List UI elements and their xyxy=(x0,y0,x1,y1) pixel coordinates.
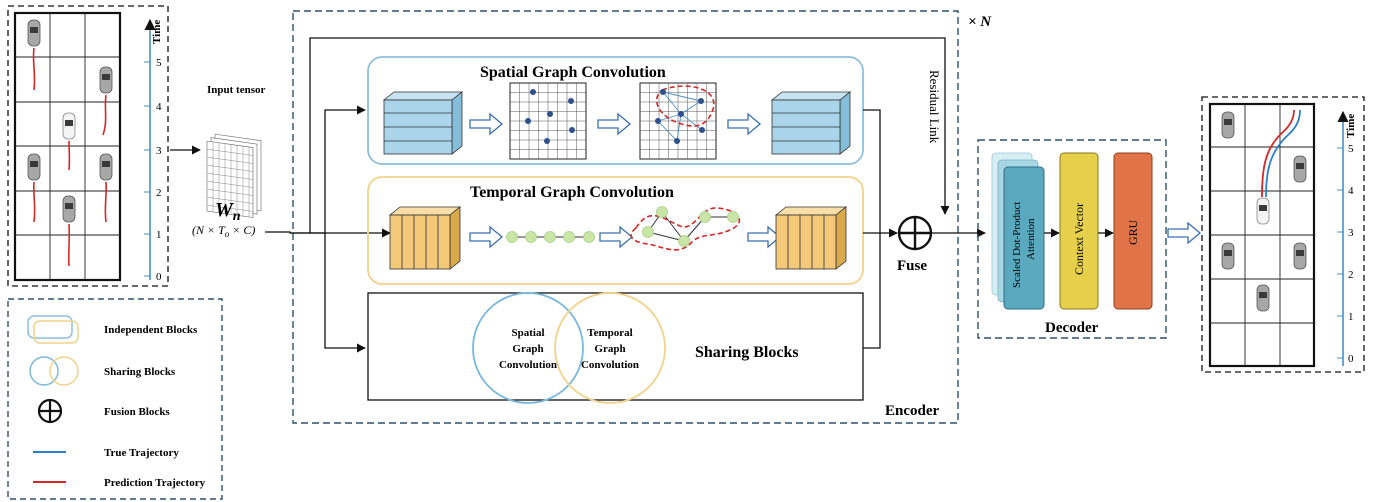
input-time-label: Time xyxy=(151,20,163,44)
tensor-shape-tail: × C) xyxy=(229,223,255,237)
spatial-output-cube xyxy=(770,91,852,155)
car-icon xyxy=(1221,242,1235,270)
fuse-label: Fuse xyxy=(897,258,927,274)
car-icon xyxy=(1293,242,1307,270)
input-time-tick: 0 xyxy=(156,271,162,283)
hollow-arrow-icon xyxy=(469,112,504,136)
hollow-arrow-icon xyxy=(469,225,504,249)
sharing-spatial-line: Graph xyxy=(512,343,543,355)
legend-fusion: Fusion Blocks xyxy=(104,406,170,418)
legend-sharing: Sharing Blocks xyxy=(104,366,176,378)
car-icon xyxy=(1256,284,1270,312)
car-icon xyxy=(1293,155,1307,183)
attention-line: Scaled Dot-Product xyxy=(1011,202,1023,288)
car-icon xyxy=(99,66,113,94)
hollow-arrow-icon xyxy=(597,112,632,136)
input-tensor: Input tensor Wn (N × To × C) xyxy=(192,84,265,239)
tensor-shape-sub: o xyxy=(225,229,230,239)
legend-independent: Independent Blocks xyxy=(104,324,198,336)
input-time-tick: 5 xyxy=(156,57,162,69)
input-tensor-label: Input tensor xyxy=(207,84,265,96)
hollow-arrow-icon xyxy=(727,112,762,136)
output-time-tick: 4 xyxy=(1348,185,1354,197)
car-icon xyxy=(99,153,113,181)
output-time-label: Time xyxy=(1345,114,1357,138)
output-time-tick: 5 xyxy=(1348,143,1354,155)
sharing-blocks-icon xyxy=(29,356,79,386)
residual-label: Residual Link xyxy=(927,70,942,144)
temporal-gc-title: Temporal Graph Convolution xyxy=(470,184,674,201)
car-icon xyxy=(27,153,41,181)
car-icon xyxy=(1221,111,1235,139)
temporal-input-cube xyxy=(388,206,462,270)
hollow-arrow-icon xyxy=(599,225,634,249)
output-time-tick: 2 xyxy=(1348,269,1354,281)
repeat-label: × N xyxy=(968,14,992,30)
sharing-spatial-line: Spatial xyxy=(511,327,544,339)
output-time-tick: 1 xyxy=(1348,311,1354,323)
spatial-gc-title: Spatial Graph Convolution xyxy=(480,64,666,81)
temporal-graph xyxy=(630,206,741,251)
spatial-input-cube xyxy=(382,91,464,155)
legend-pred: Prediction Trajectory xyxy=(104,477,206,489)
legend: Independent Blocks Sharing Blocks Fusion… xyxy=(7,298,223,500)
input-time-tick: 3 xyxy=(156,145,162,157)
sharing-title: Sharing Blocks xyxy=(695,344,799,361)
decoder-block: Scaled Dot-Product Attention Context Vec… xyxy=(977,139,1167,339)
sharing-temporal-line: Convolution xyxy=(581,359,639,371)
spatial-graph-grid xyxy=(639,82,717,160)
svg-text:Wn: Wn xyxy=(215,199,241,224)
car-icon xyxy=(27,19,41,47)
tensor-shape: (N × T xyxy=(192,223,226,237)
temporal-chain xyxy=(506,231,595,243)
input-time-tick: 1 xyxy=(156,229,162,241)
independent-blocks-icon xyxy=(27,315,79,344)
input-scene-panel: Time 5 4 3 2 1 0 xyxy=(7,5,169,287)
spatial-gc-block: Spatial Graph Convolution xyxy=(367,56,864,165)
tensor-symbol-sub: n xyxy=(233,209,241,224)
svg-text:(N × To × C): (N × To × C) xyxy=(192,223,255,239)
output-time-tick: 3 xyxy=(1348,227,1354,239)
prediction-trajectory-line xyxy=(1261,109,1295,198)
encoder-label: Encoder xyxy=(885,403,940,419)
attention-line: Attention xyxy=(1025,218,1037,260)
hollow-arrow-icon xyxy=(1167,221,1202,245)
spatial-grid xyxy=(509,82,587,160)
sharing-spatial-line: Convolution xyxy=(499,359,557,371)
sharing-temporal-line: Temporal xyxy=(587,327,632,339)
car-icon xyxy=(62,195,76,223)
decoder-label: Decoder xyxy=(1045,320,1099,336)
true-trajectory-line xyxy=(1265,109,1301,198)
temporal-gc-block: Temporal Graph Convolution xyxy=(367,176,864,285)
legend-true: True Trajectory xyxy=(104,447,179,459)
encoder-frame xyxy=(292,10,959,424)
input-time-tick: 2 xyxy=(156,187,162,199)
context-vector-label: Context Vector xyxy=(1072,203,1086,275)
output-time-tick: 0 xyxy=(1348,353,1354,365)
sharing-temporal-line: Graph xyxy=(594,343,625,355)
input-time-tick: 4 xyxy=(156,101,162,113)
fusion-plus-icon xyxy=(897,215,933,251)
car-icon xyxy=(1256,197,1270,225)
temporal-output-cube xyxy=(774,206,848,270)
sharing-block: Spatial Graph Convolution Temporal Graph… xyxy=(367,292,864,404)
gru-label: GRU xyxy=(1126,219,1140,245)
tensor-symbol: W xyxy=(215,199,234,221)
fusion-blocks-icon xyxy=(37,398,63,424)
hollow-arrow-icon xyxy=(747,225,782,249)
car-icon xyxy=(62,112,76,140)
output-scene-panel: Time 5 4 3 2 1 0 xyxy=(1201,96,1365,373)
